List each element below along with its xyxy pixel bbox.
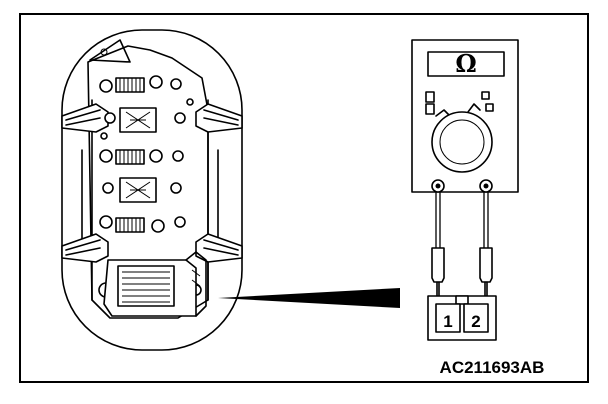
clip-upper-left-detail — [65, 109, 101, 126]
figure-frame — [19, 13, 589, 383]
terminal-label-2: 2 — [471, 312, 480, 331]
connector-key — [455, 295, 469, 305]
switch-pads — [119, 107, 157, 203]
connector-latch-detail — [191, 269, 201, 287]
top-tab — [89, 39, 131, 63]
indicator-right-top — [481, 91, 490, 100]
lead-left-wire — [435, 192, 441, 248]
lead-right-wire — [483, 192, 489, 248]
terminal-cell-2 — [463, 303, 489, 333]
connector-pins — [122, 271, 170, 303]
connector-latch — [185, 251, 207, 317]
selector-dial[interactable] — [431, 111, 493, 173]
indicator-left-top — [425, 91, 435, 103]
terminal-label-1: 1 — [443, 312, 452, 331]
meter-unit-symbol: Ω — [455, 49, 476, 78]
contact-blocks — [115, 77, 145, 233]
probe-left — [431, 247, 445, 283]
contact-block-1 — [115, 77, 145, 93]
switch-assembly — [61, 29, 243, 351]
switch-connector — [103, 251, 207, 317]
reference-code: AC211693AB — [440, 358, 545, 377]
terminal-cell-1 — [435, 303, 461, 333]
probe-leads — [431, 192, 493, 309]
contact-block-3 — [115, 217, 145, 233]
probe-right — [479, 247, 493, 283]
meter-display — [427, 51, 505, 77]
terminal-connector: 1 2 — [427, 295, 497, 341]
connector-face — [117, 265, 175, 307]
clip-lower-right-detail — [203, 239, 239, 256]
contact-block-2 — [115, 149, 145, 165]
ohmmeter: Ω — [411, 39, 519, 193]
indicator-right-bottom — [485, 103, 494, 112]
clip-lower-left-detail — [65, 239, 101, 256]
selector-dial-inner — [439, 119, 485, 165]
callout-wedge — [218, 288, 400, 308]
indicator-left-bottom — [425, 103, 435, 115]
clip-upper-right-detail — [203, 109, 239, 126]
tab-hole — [100, 48, 108, 56]
